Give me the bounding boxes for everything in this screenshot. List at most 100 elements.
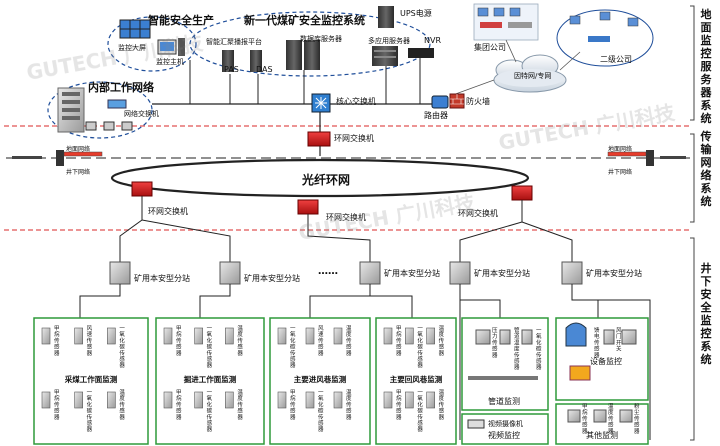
pipeline-title: 管道监测 bbox=[488, 396, 520, 406]
monitor-system-title: 新一代煤矿安全监控系统 bbox=[244, 13, 365, 27]
substation-2-icon bbox=[219, 261, 241, 285]
section-label-surface: 地面监控服务器系统 bbox=[700, 7, 713, 125]
sensor-icon bbox=[41, 327, 51, 345]
equipment-sensor-label: 风门开关 bbox=[616, 327, 622, 353]
sensor-label-bottom: 一氧化碳传感器 bbox=[87, 390, 93, 433]
das-server-icon bbox=[250, 50, 262, 72]
pas-server-icon bbox=[222, 50, 234, 72]
sensor-icon bbox=[194, 391, 203, 409]
app-server-icon bbox=[372, 46, 398, 66]
sensor-icon bbox=[225, 391, 234, 409]
sensor-label-bottom: 甲烷传感器 bbox=[290, 389, 296, 421]
video-title: 视频监控 bbox=[488, 430, 520, 440]
pipeline-sensor-label: 一氧化碳传感器 bbox=[536, 328, 542, 371]
substation-5-icon bbox=[561, 261, 583, 285]
sensor-icon bbox=[305, 391, 315, 409]
sensor-label-top: 温度传感器 bbox=[346, 324, 352, 357]
sensor-group-title: 主要回风巷监测 bbox=[390, 374, 443, 384]
db-server-label: 数据库服务器 bbox=[300, 34, 342, 43]
app-server-label: 多应用服务器 bbox=[368, 36, 410, 45]
watermark-2: GUTECH 广川科技 bbox=[497, 100, 678, 155]
ring-switch-top-label: 环网交换机 bbox=[334, 133, 374, 143]
equipment-group-frame bbox=[555, 317, 649, 401]
sensor-label-bottom: 温度传感器 bbox=[237, 388, 243, 421]
sensor-icon bbox=[383, 391, 393, 409]
fiber-ring bbox=[110, 158, 530, 198]
sensor-group-1: 甲烷传感器风速传感器一氧化碳传感器采煤工作面监测甲烷传感器一氧化碳传感器温度传感… bbox=[33, 317, 149, 445]
equipment-sensor-label: 馈电传感器 bbox=[594, 326, 600, 359]
sensor-label-bottom: 一氧化碳传感器 bbox=[318, 390, 324, 433]
sensor-label-bottom: 温度传感器 bbox=[346, 388, 352, 421]
underground-network-right: 井下网络 bbox=[608, 168, 632, 176]
ring-switch-mid-label: 环网交换机 bbox=[326, 212, 366, 222]
sensor-group-frame bbox=[375, 317, 457, 445]
ring-switch-left-label: 环网交换机 bbox=[148, 206, 188, 216]
sensor-icon bbox=[41, 391, 51, 409]
substation-1-icon bbox=[109, 261, 131, 285]
other-sensor-label: 甲烷传感器 bbox=[582, 403, 588, 435]
internet-label: 因特网/专网 bbox=[514, 71, 551, 80]
internal-network-title: 内部工作网络 bbox=[88, 80, 154, 94]
fiber-ring-label: 光纤环网 bbox=[301, 172, 350, 187]
video-camera-icon bbox=[467, 419, 485, 429]
surface-network-left: 地面网络 bbox=[66, 145, 90, 153]
sensor-icon bbox=[163, 327, 173, 345]
sensor-icon bbox=[277, 327, 287, 345]
substation-4-icon bbox=[449, 261, 471, 285]
surface-network-right: 地面网络 bbox=[608, 145, 632, 153]
sensor-group-frame bbox=[269, 317, 371, 445]
smart-safety-zone bbox=[107, 16, 197, 72]
substation-4-label: 矿用本安型分站 bbox=[474, 268, 530, 278]
section-label-underground: 井下安全监控系统 bbox=[700, 261, 713, 366]
substation-5-label: 矿用本安型分站 bbox=[586, 268, 642, 278]
gate-left-icon bbox=[12, 150, 103, 166]
sensor-groups: 甲烷传感器风速传感器一氧化碳传感器采煤工作面监测甲烷传感器一氧化碳传感器温度传感… bbox=[33, 317, 457, 445]
internal-network-zone bbox=[47, 81, 153, 139]
router-label: 路由器 bbox=[424, 110, 448, 120]
sensor-icon bbox=[107, 327, 116, 345]
sensor-icon bbox=[405, 327, 414, 345]
sensor-icon bbox=[405, 391, 414, 409]
sensor-label-bottom: 甲烷传感器 bbox=[176, 389, 182, 421]
other-title: 其他监测 bbox=[586, 430, 618, 440]
sensor-icon bbox=[74, 391, 83, 409]
other-sensor-label: 温度传感器 bbox=[608, 402, 614, 435]
pas-label: PAS bbox=[224, 65, 239, 74]
monitor-system-zone bbox=[189, 11, 431, 77]
sensor-icon bbox=[194, 327, 203, 345]
sensor-icon bbox=[426, 391, 435, 409]
sensor-label-bottom: 温度传感器 bbox=[119, 388, 125, 421]
das-label: DAS bbox=[256, 65, 273, 74]
sensor-icon bbox=[225, 327, 234, 345]
sensor-icon bbox=[333, 327, 343, 345]
sensor-label-top: 风速传感器 bbox=[318, 325, 324, 357]
sensor-group-frame bbox=[155, 317, 265, 445]
sensor-icon bbox=[107, 391, 116, 409]
core-switch-icon bbox=[311, 93, 331, 113]
internet-cloud-icon bbox=[493, 54, 567, 93]
network-switch-icon bbox=[107, 99, 127, 109]
sensor-group-title: 掘进工作面监测 bbox=[184, 374, 237, 384]
sensor-icon bbox=[305, 327, 315, 345]
smart-title: 智能安全生产 bbox=[148, 13, 214, 27]
ring-switch-right-icon bbox=[511, 185, 533, 201]
sensor-label-top: 温度传感器 bbox=[439, 324, 445, 357]
sensor-label-bottom: 一氧化碳传感器 bbox=[207, 390, 213, 433]
secondary-company-network bbox=[569, 11, 639, 42]
other-group-frame bbox=[555, 403, 649, 445]
monitor-host-icon bbox=[157, 38, 185, 56]
sensor-icon bbox=[333, 391, 343, 409]
ellipsis-label: …… bbox=[318, 266, 338, 277]
sensor-group-frame bbox=[33, 317, 149, 445]
sensor-label-bottom: 甲烷传感器 bbox=[54, 389, 60, 421]
nvr-label: NVR bbox=[424, 36, 441, 45]
sensor-icon bbox=[383, 327, 393, 345]
underground-network-left: 井下网络 bbox=[66, 168, 90, 176]
core-switch-label: 核心交换机 bbox=[336, 96, 376, 106]
sensor-label-top: 风速传感器 bbox=[87, 325, 93, 357]
fusion-platform-label: 智能汇聚播报平台 bbox=[206, 37, 262, 46]
sensor-icon bbox=[74, 327, 83, 345]
sensor-icon bbox=[163, 391, 173, 409]
section-label-transport: 传输网络系统 bbox=[700, 129, 713, 208]
